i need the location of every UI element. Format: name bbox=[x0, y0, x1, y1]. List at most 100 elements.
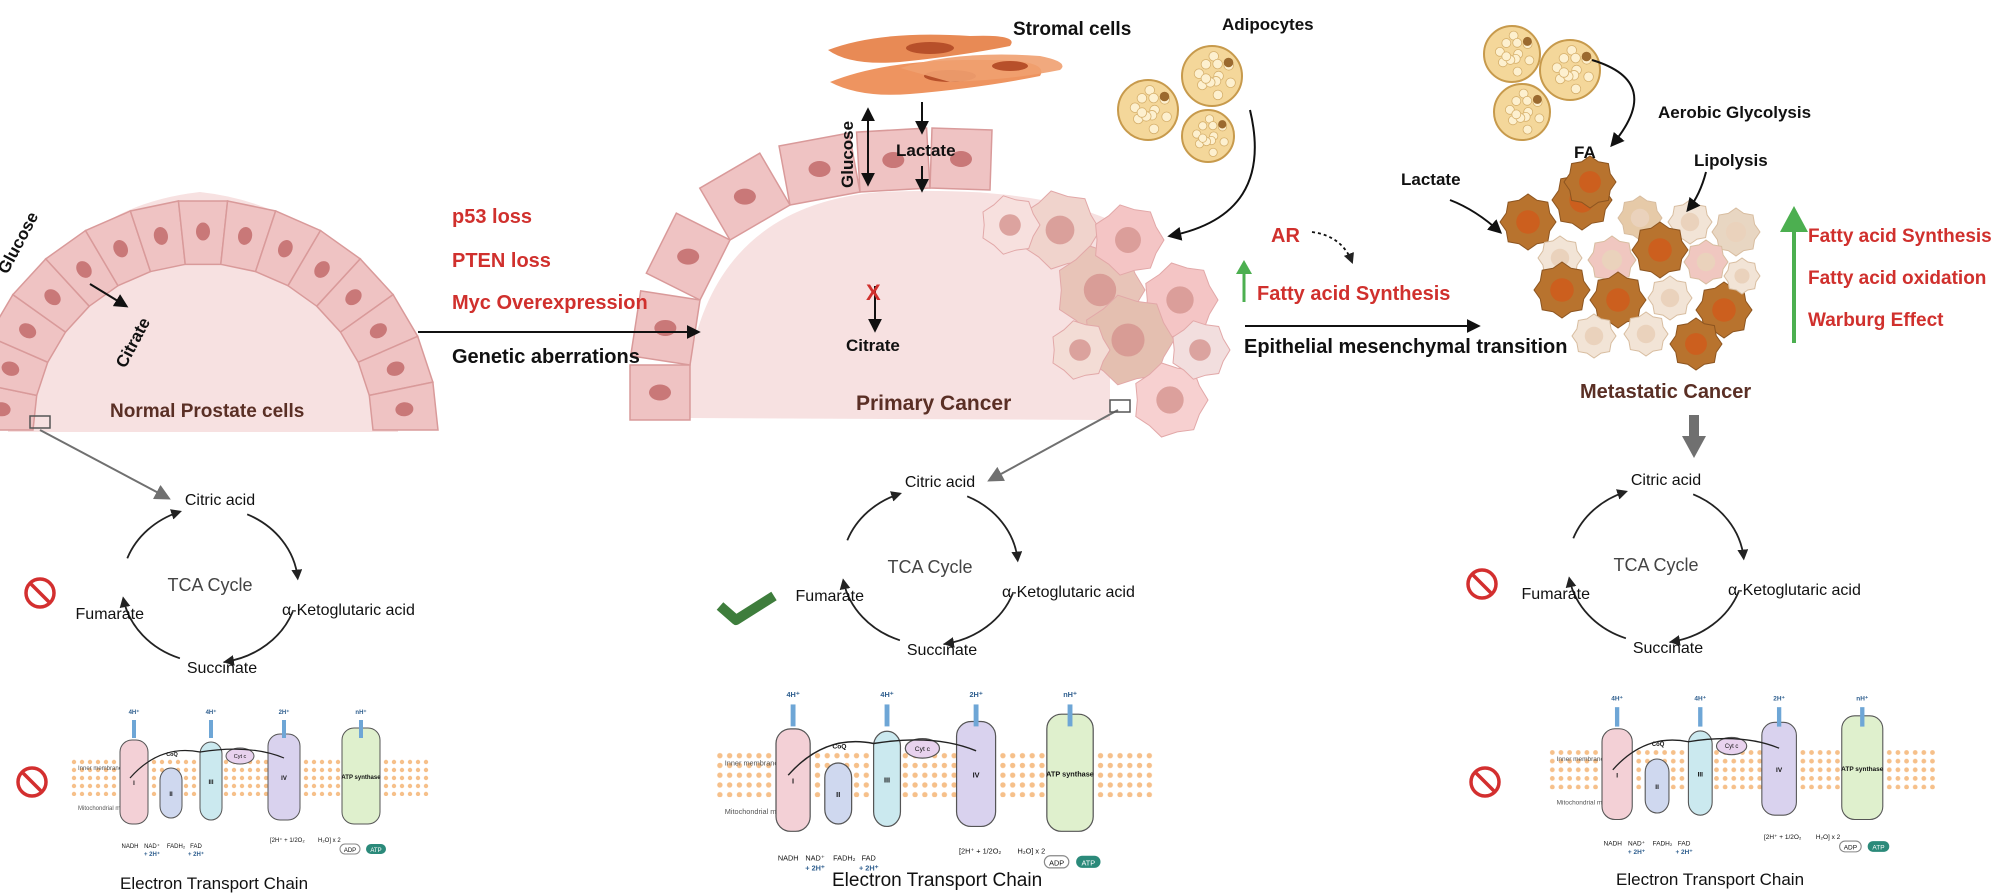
lipid-droplet bbox=[1558, 67, 1570, 78]
electron-path bbox=[787, 739, 977, 776]
fad-label: FAD bbox=[862, 854, 876, 863]
ban-icon bbox=[24, 577, 56, 609]
complex-iii bbox=[1687, 730, 1713, 816]
lipid-droplet bbox=[1570, 52, 1581, 64]
tumor-nucleus bbox=[1069, 339, 1091, 361]
adipocyte-nucleus bbox=[1223, 57, 1234, 68]
glucose-label-primary: Glucose bbox=[838, 120, 857, 188]
complex-ii bbox=[159, 767, 183, 819]
myc-overexpression-label: Myc Overexpression bbox=[452, 292, 648, 314]
cell-nucleus bbox=[44, 289, 61, 306]
normal-panel-title: Normal Prostate cells bbox=[110, 401, 305, 422]
metastatic-down-arrow bbox=[1682, 415, 1706, 458]
atp-pill bbox=[1867, 841, 1890, 852]
tumor-nucleus bbox=[1115, 227, 1141, 253]
proton-label: nH⁺ bbox=[355, 709, 366, 716]
p53-loss-label: p53 loss bbox=[452, 206, 533, 228]
cell-nucleus bbox=[654, 319, 677, 336]
up-arrow-green-large bbox=[1780, 206, 1808, 343]
fad-label: FAD bbox=[1678, 840, 1691, 847]
water-formula-left: [2H⁺ + 1/2O₂ bbox=[959, 846, 1001, 855]
ar-label: AR bbox=[1271, 225, 1300, 247]
metastatic-nucleus bbox=[1630, 208, 1650, 228]
lipid-droplet bbox=[1225, 77, 1236, 88]
cell-nucleus bbox=[238, 226, 253, 245]
metastatic-nucleus bbox=[1680, 212, 1700, 232]
complex-ii-label: II bbox=[169, 792, 173, 798]
complex-i bbox=[1601, 728, 1633, 821]
cell-nucleus bbox=[395, 402, 414, 417]
h2-label: + 2H⁺ bbox=[144, 851, 160, 858]
cytochrome-c bbox=[1715, 736, 1748, 756]
lipid-droplet bbox=[1208, 147, 1218, 157]
tca-arrow bbox=[1565, 576, 1627, 640]
ban-icon bbox=[1469, 766, 1501, 798]
cytc-label: Cyt c bbox=[915, 746, 931, 753]
lipid-droplet bbox=[1148, 92, 1159, 104]
metastatic-cell-cluster bbox=[1499, 155, 1761, 371]
lipid-droplet bbox=[1512, 37, 1523, 48]
nad-label: NAD⁺ bbox=[1628, 840, 1645, 847]
lipid-droplet bbox=[1212, 58, 1223, 70]
lactate-arrow bbox=[1449, 199, 1503, 234]
fatty-acid-synthesis-label: Fatty acid Synthesis bbox=[1808, 226, 1992, 247]
metastatic-nucleus bbox=[1606, 288, 1630, 312]
lipid-droplet bbox=[1534, 113, 1545, 124]
complex-ii-label: II bbox=[836, 790, 840, 799]
cytc-label: Cyt c bbox=[1725, 744, 1739, 750]
lipid-droplet bbox=[1512, 66, 1523, 77]
cytc-label: Cyt c bbox=[234, 754, 247, 760]
metastatic-adipocytes bbox=[1483, 25, 1601, 141]
lipid-droplet bbox=[1501, 38, 1512, 48]
lipid-droplet bbox=[1200, 73, 1212, 84]
primary-cancer-epithelium bbox=[629, 127, 1231, 438]
cell-nucleus bbox=[808, 161, 831, 178]
cell-nucleus bbox=[677, 248, 700, 265]
normal-prostate-epithelium bbox=[0, 192, 439, 432]
coq-label: CoQ bbox=[832, 743, 846, 750]
water-formula-right: H₂O] x 2 bbox=[318, 838, 341, 844]
tca-arrow bbox=[1572, 489, 1628, 539]
tumor-nucleus bbox=[1111, 323, 1145, 357]
etc-title-metastatic: Electron Transport Chain bbox=[1616, 870, 1805, 889]
emt-label: Epithelial mesenchymal transition bbox=[1244, 336, 1568, 358]
pten-loss-label: PTEN loss bbox=[452, 250, 551, 272]
metastatic-nucleus bbox=[1725, 221, 1747, 243]
lipid-droplet bbox=[1200, 59, 1212, 70]
cell-nucleus bbox=[0, 402, 11, 417]
lipid-droplet bbox=[1570, 83, 1582, 95]
lipid-droplet bbox=[1136, 107, 1148, 118]
nadh-label: NADH bbox=[778, 854, 799, 863]
adipocyte-nucleus bbox=[1581, 51, 1592, 62]
proton-label: 2H⁺ bbox=[1773, 696, 1785, 703]
fadh2-label: FADH₂ bbox=[833, 854, 856, 863]
primary-panel-title: Primary Cancer bbox=[856, 392, 1012, 415]
metastatic-nucleus bbox=[1636, 324, 1656, 344]
succinate-label: Succinate bbox=[907, 642, 977, 659]
fumarate-label: Fumarate bbox=[1522, 586, 1591, 603]
proton-label: 4H⁺ bbox=[1694, 696, 1706, 703]
proton-label: 4H⁺ bbox=[206, 709, 217, 716]
lipid-droplet bbox=[1511, 109, 1522, 120]
h2-label: + 2H⁺ bbox=[859, 863, 879, 872]
complex-ii bbox=[1644, 758, 1670, 814]
metastatic-nucleus bbox=[1550, 248, 1570, 268]
water-formula-left: [2H⁺ + 1/2O₂ bbox=[270, 837, 305, 844]
h2-label: + 2H⁺ bbox=[805, 863, 825, 872]
tca-arrow bbox=[1669, 591, 1740, 646]
cell-nucleus bbox=[153, 226, 168, 245]
cell-nucleus bbox=[1, 361, 20, 376]
citrate-block-mark: X bbox=[866, 280, 881, 305]
tumor-nucleus bbox=[1166, 286, 1194, 314]
complex-i bbox=[775, 728, 811, 832]
fad-label: FAD bbox=[190, 844, 202, 850]
tca-center-label: TCA Cycle bbox=[167, 575, 252, 595]
complex-iii-label: III bbox=[884, 776, 890, 785]
h2-label: + 2H⁺ bbox=[1675, 849, 1692, 856]
cell-nucleus bbox=[76, 261, 92, 278]
adp-label: ADP bbox=[1844, 845, 1857, 852]
metastatic-nucleus bbox=[1660, 288, 1680, 308]
warburg-effect-label: Warburg Effect bbox=[1808, 310, 1944, 331]
